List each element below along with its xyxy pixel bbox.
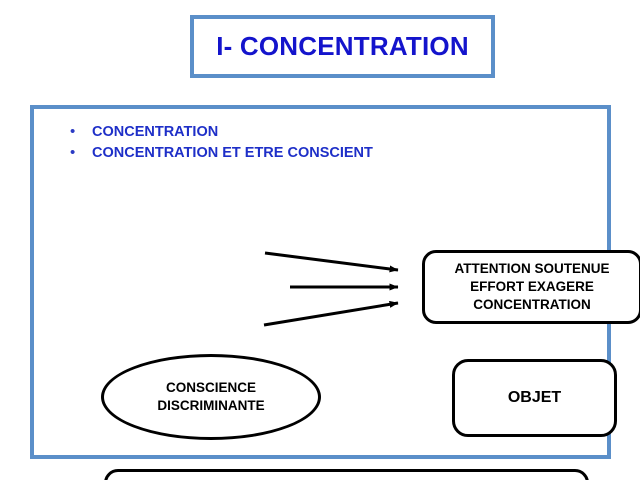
bullet-dot-icon: •	[70, 123, 76, 140]
bullet-label: CONCENTRATION	[92, 124, 219, 140]
arrow-bottom	[263, 300, 399, 327]
mental-en-un-point-box: MENTAL EN UN POINT/ One-Pointedness of M…	[104, 469, 589, 480]
conscience-line-1: CONSCIENCE	[165, 380, 256, 395]
attention-box: ATTENTION SOUTENUE EFFORT EXAGERE CONCEN…	[422, 250, 640, 324]
bullet-list: • CONCENTRATION • CONCENTRATION ET ETRE …	[70, 123, 410, 165]
conscience-discriminante-ellipse: CONSCIENCE DISCRIMINANTE	[101, 354, 321, 440]
attention-line-3: CONCENTRATION	[473, 297, 591, 312]
list-item: • CONCENTRATION	[70, 123, 410, 141]
attention-box-text: ATTENTION SOUTENUE EFFORT EXAGERE CONCEN…	[455, 260, 610, 314]
slide-title-box: I- CONCENTRATION	[190, 15, 495, 78]
bullet-dot-icon: •	[70, 144, 76, 161]
attention-line-2: EFFORT EXAGERE	[470, 279, 594, 294]
page-title: I- CONCENTRATION	[216, 31, 469, 61]
conscience-line-2: DISCRIMINANTE	[157, 398, 265, 413]
attention-line-1: ATTENTION SOUTENUE	[454, 261, 610, 276]
objet-label: OBJET	[507, 389, 562, 406]
list-item: • CONCENTRATION ET ETRE CONSCIENT	[70, 144, 410, 162]
conscience-ellipse-text: CONSCIENCE DISCRIMINANTE	[157, 379, 264, 415]
slide-body-frame: • CONCENTRATION • CONCENTRATION ET ETRE …	[30, 105, 640, 480]
bullet-label: CONCENTRATION ET ETRE CONSCIENT	[92, 145, 373, 161]
arrow-top	[264, 251, 399, 273]
objet-box: OBJET	[452, 359, 617, 437]
